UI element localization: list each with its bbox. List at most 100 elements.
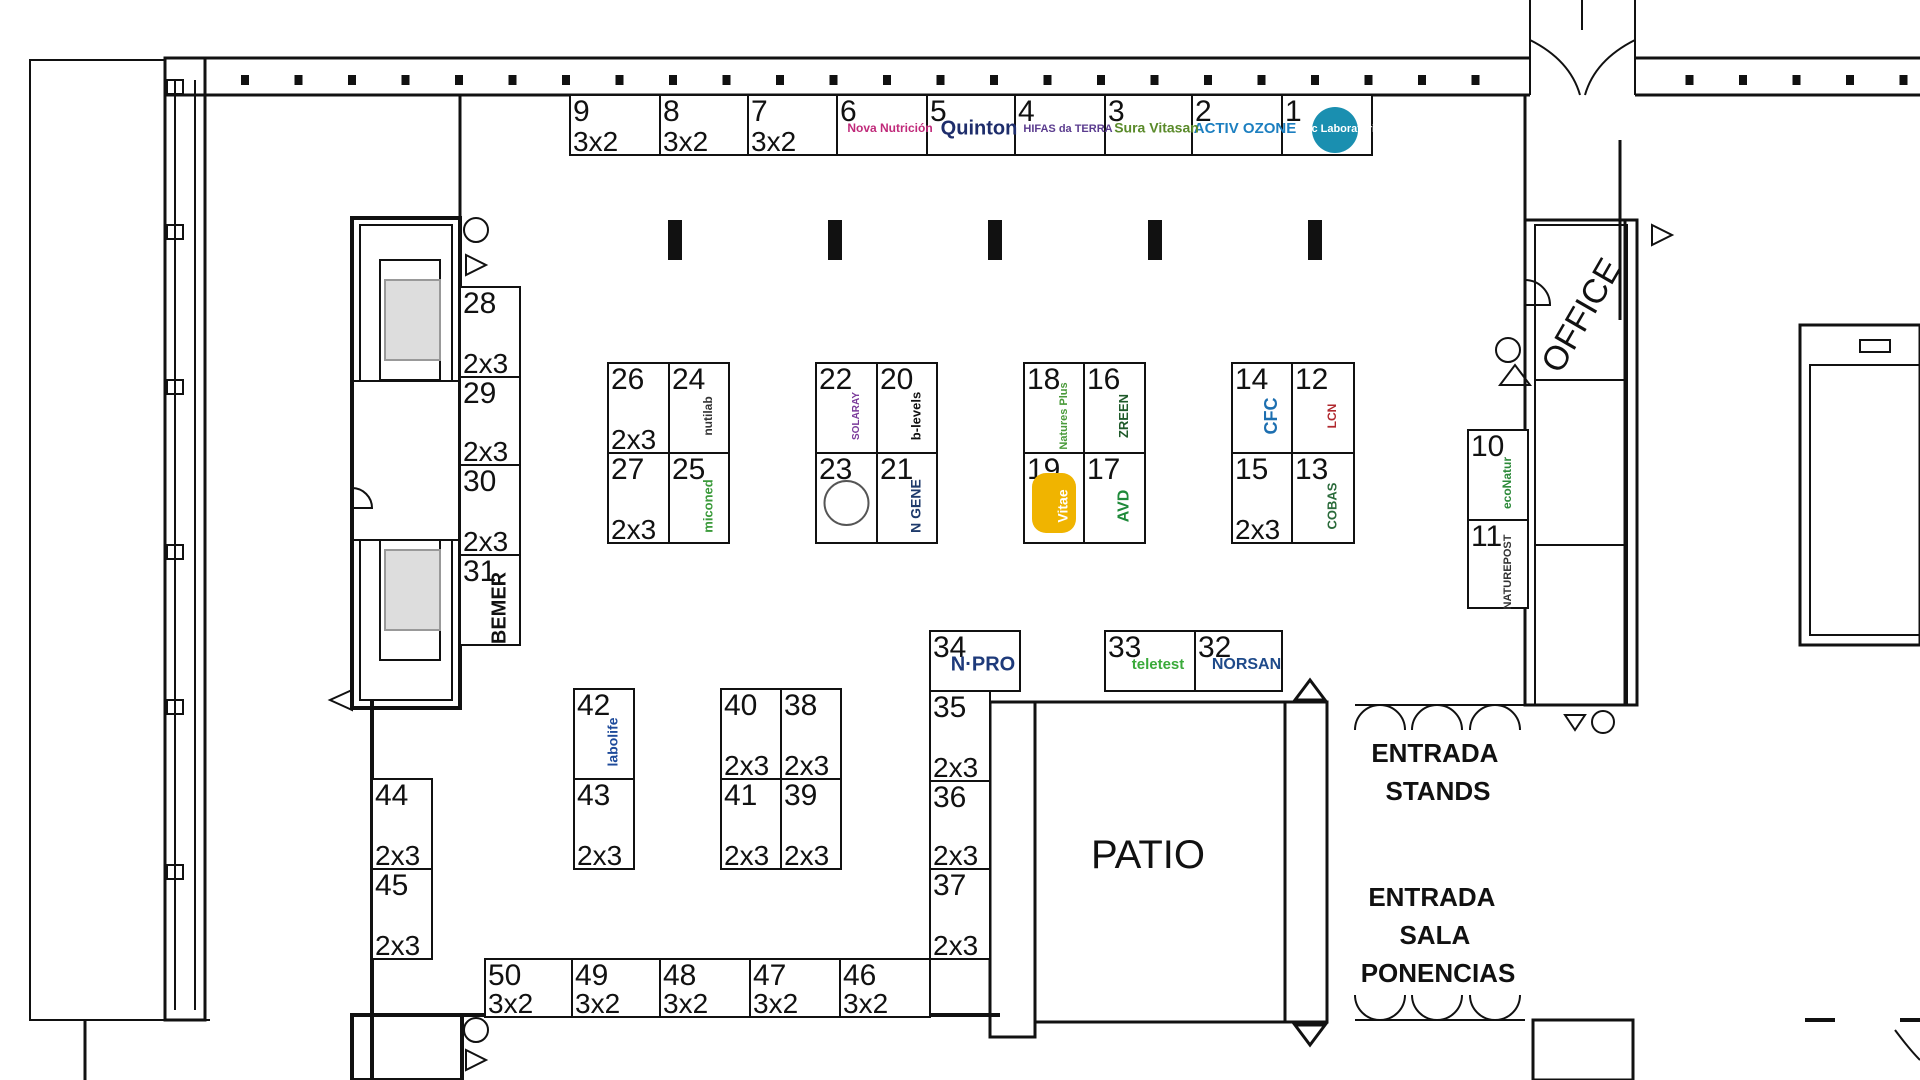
wall-column-marker bbox=[166, 699, 184, 715]
wall-column-marker bbox=[1043, 75, 1052, 85]
top-door bbox=[1529, 0, 1636, 96]
stand-number: 33 bbox=[1108, 631, 1141, 664]
stand-logo: N·PRO bbox=[951, 653, 1015, 675]
stand-number: 37 bbox=[933, 869, 966, 902]
stand-outline bbox=[1191, 94, 1283, 156]
stand-logo: Quinton bbox=[941, 117, 1018, 139]
stand-logo: teletest bbox=[1132, 656, 1185, 673]
wall-column-marker bbox=[166, 544, 184, 560]
stand-size: 2x3 bbox=[784, 840, 829, 871]
wall-column-marker bbox=[1418, 75, 1426, 85]
stand-number: 34 bbox=[933, 631, 966, 664]
stand-number: 4 bbox=[1018, 95, 1035, 128]
stand-outline bbox=[459, 464, 521, 556]
stand-number: 38 bbox=[784, 689, 817, 722]
stand-size: 2x3 bbox=[463, 526, 508, 557]
stand-number: 42 bbox=[577, 689, 610, 722]
wall-column-marker bbox=[241, 75, 249, 85]
stand-outline bbox=[459, 376, 521, 466]
stand-outline bbox=[607, 452, 670, 544]
stand-outline bbox=[815, 362, 878, 454]
pillars bbox=[668, 220, 1322, 260]
logo-seal bbox=[823, 480, 870, 526]
stand-23[interactable]: 23 bbox=[815, 452, 878, 544]
stand-size: 2x3 bbox=[611, 424, 656, 455]
stand-outline bbox=[929, 868, 991, 960]
stand-size: 3x2 bbox=[575, 988, 620, 1019]
wall-column-marker bbox=[166, 379, 184, 395]
stand-number: 49 bbox=[575, 959, 608, 992]
stand-number: 11 bbox=[1471, 520, 1502, 553]
entrada-stands-label: ENTRADA STANDS bbox=[1371, 738, 1504, 806]
stand-number: 14 bbox=[1235, 363, 1268, 396]
stand-outline bbox=[371, 868, 433, 960]
wall-column-marker bbox=[166, 79, 184, 95]
stand-number: 32 bbox=[1198, 631, 1231, 664]
wall-column-marker bbox=[294, 75, 303, 85]
stand-number: 39 bbox=[784, 779, 817, 812]
wall-column-marker bbox=[936, 75, 945, 85]
stand-20[interactable]: 20b-levels bbox=[876, 362, 938, 454]
stand-outline bbox=[459, 554, 521, 646]
stand-21[interactable]: 21N GENE bbox=[876, 452, 938, 544]
stand-39[interactable]: 39 2x3 bbox=[780, 778, 842, 871]
stand-size: 2x3 bbox=[1235, 514, 1280, 545]
stand-34[interactable]: 34N·PRO bbox=[929, 630, 1021, 692]
stand-number: 3 bbox=[1108, 95, 1125, 128]
wall-column-marker bbox=[615, 75, 624, 85]
entrada-sala-label: ENTRADA SALA PONENCIAS bbox=[1361, 882, 1516, 988]
wall-column-marker bbox=[1792, 75, 1801, 85]
stand-size: 3x2 bbox=[663, 988, 708, 1019]
stand-outline bbox=[1194, 630, 1283, 692]
stand-number: 12 bbox=[1295, 363, 1328, 396]
stand-size: 3x2 bbox=[488, 988, 533, 1019]
stand-size: 3x2 bbox=[751, 126, 796, 157]
